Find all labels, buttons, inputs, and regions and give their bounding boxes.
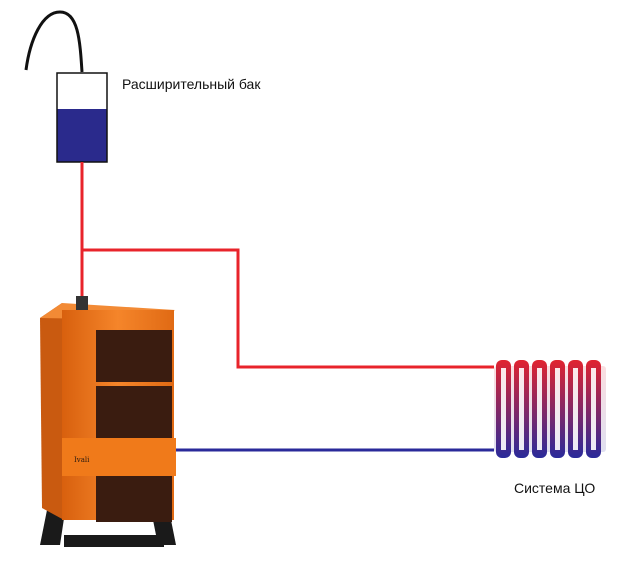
boiler-bottom-door: [96, 476, 172, 522]
radiator-section-slot: [573, 368, 578, 450]
radiator-section-slot: [591, 368, 596, 450]
radiator-section-slot: [555, 368, 560, 450]
vent-pipe: [24, 10, 84, 73]
boiler-middle-door: [96, 386, 172, 438]
tank-water: [57, 109, 107, 162]
radiator: [494, 360, 606, 458]
boiler: Ivali: [40, 296, 176, 547]
radiator-section-slot: [537, 368, 542, 450]
expansion-tank-label: Расширительный бак: [122, 76, 261, 92]
boiler-top-door: [96, 330, 172, 382]
heating-system-label: Система ЦО: [514, 480, 596, 496]
boiler-brand: Ivali: [74, 456, 90, 464]
supply-pipe: [80, 162, 494, 369]
radiator-section-slot: [519, 368, 524, 450]
expansion-tank: [56, 72, 108, 163]
radiator-section-slot: [501, 368, 506, 450]
